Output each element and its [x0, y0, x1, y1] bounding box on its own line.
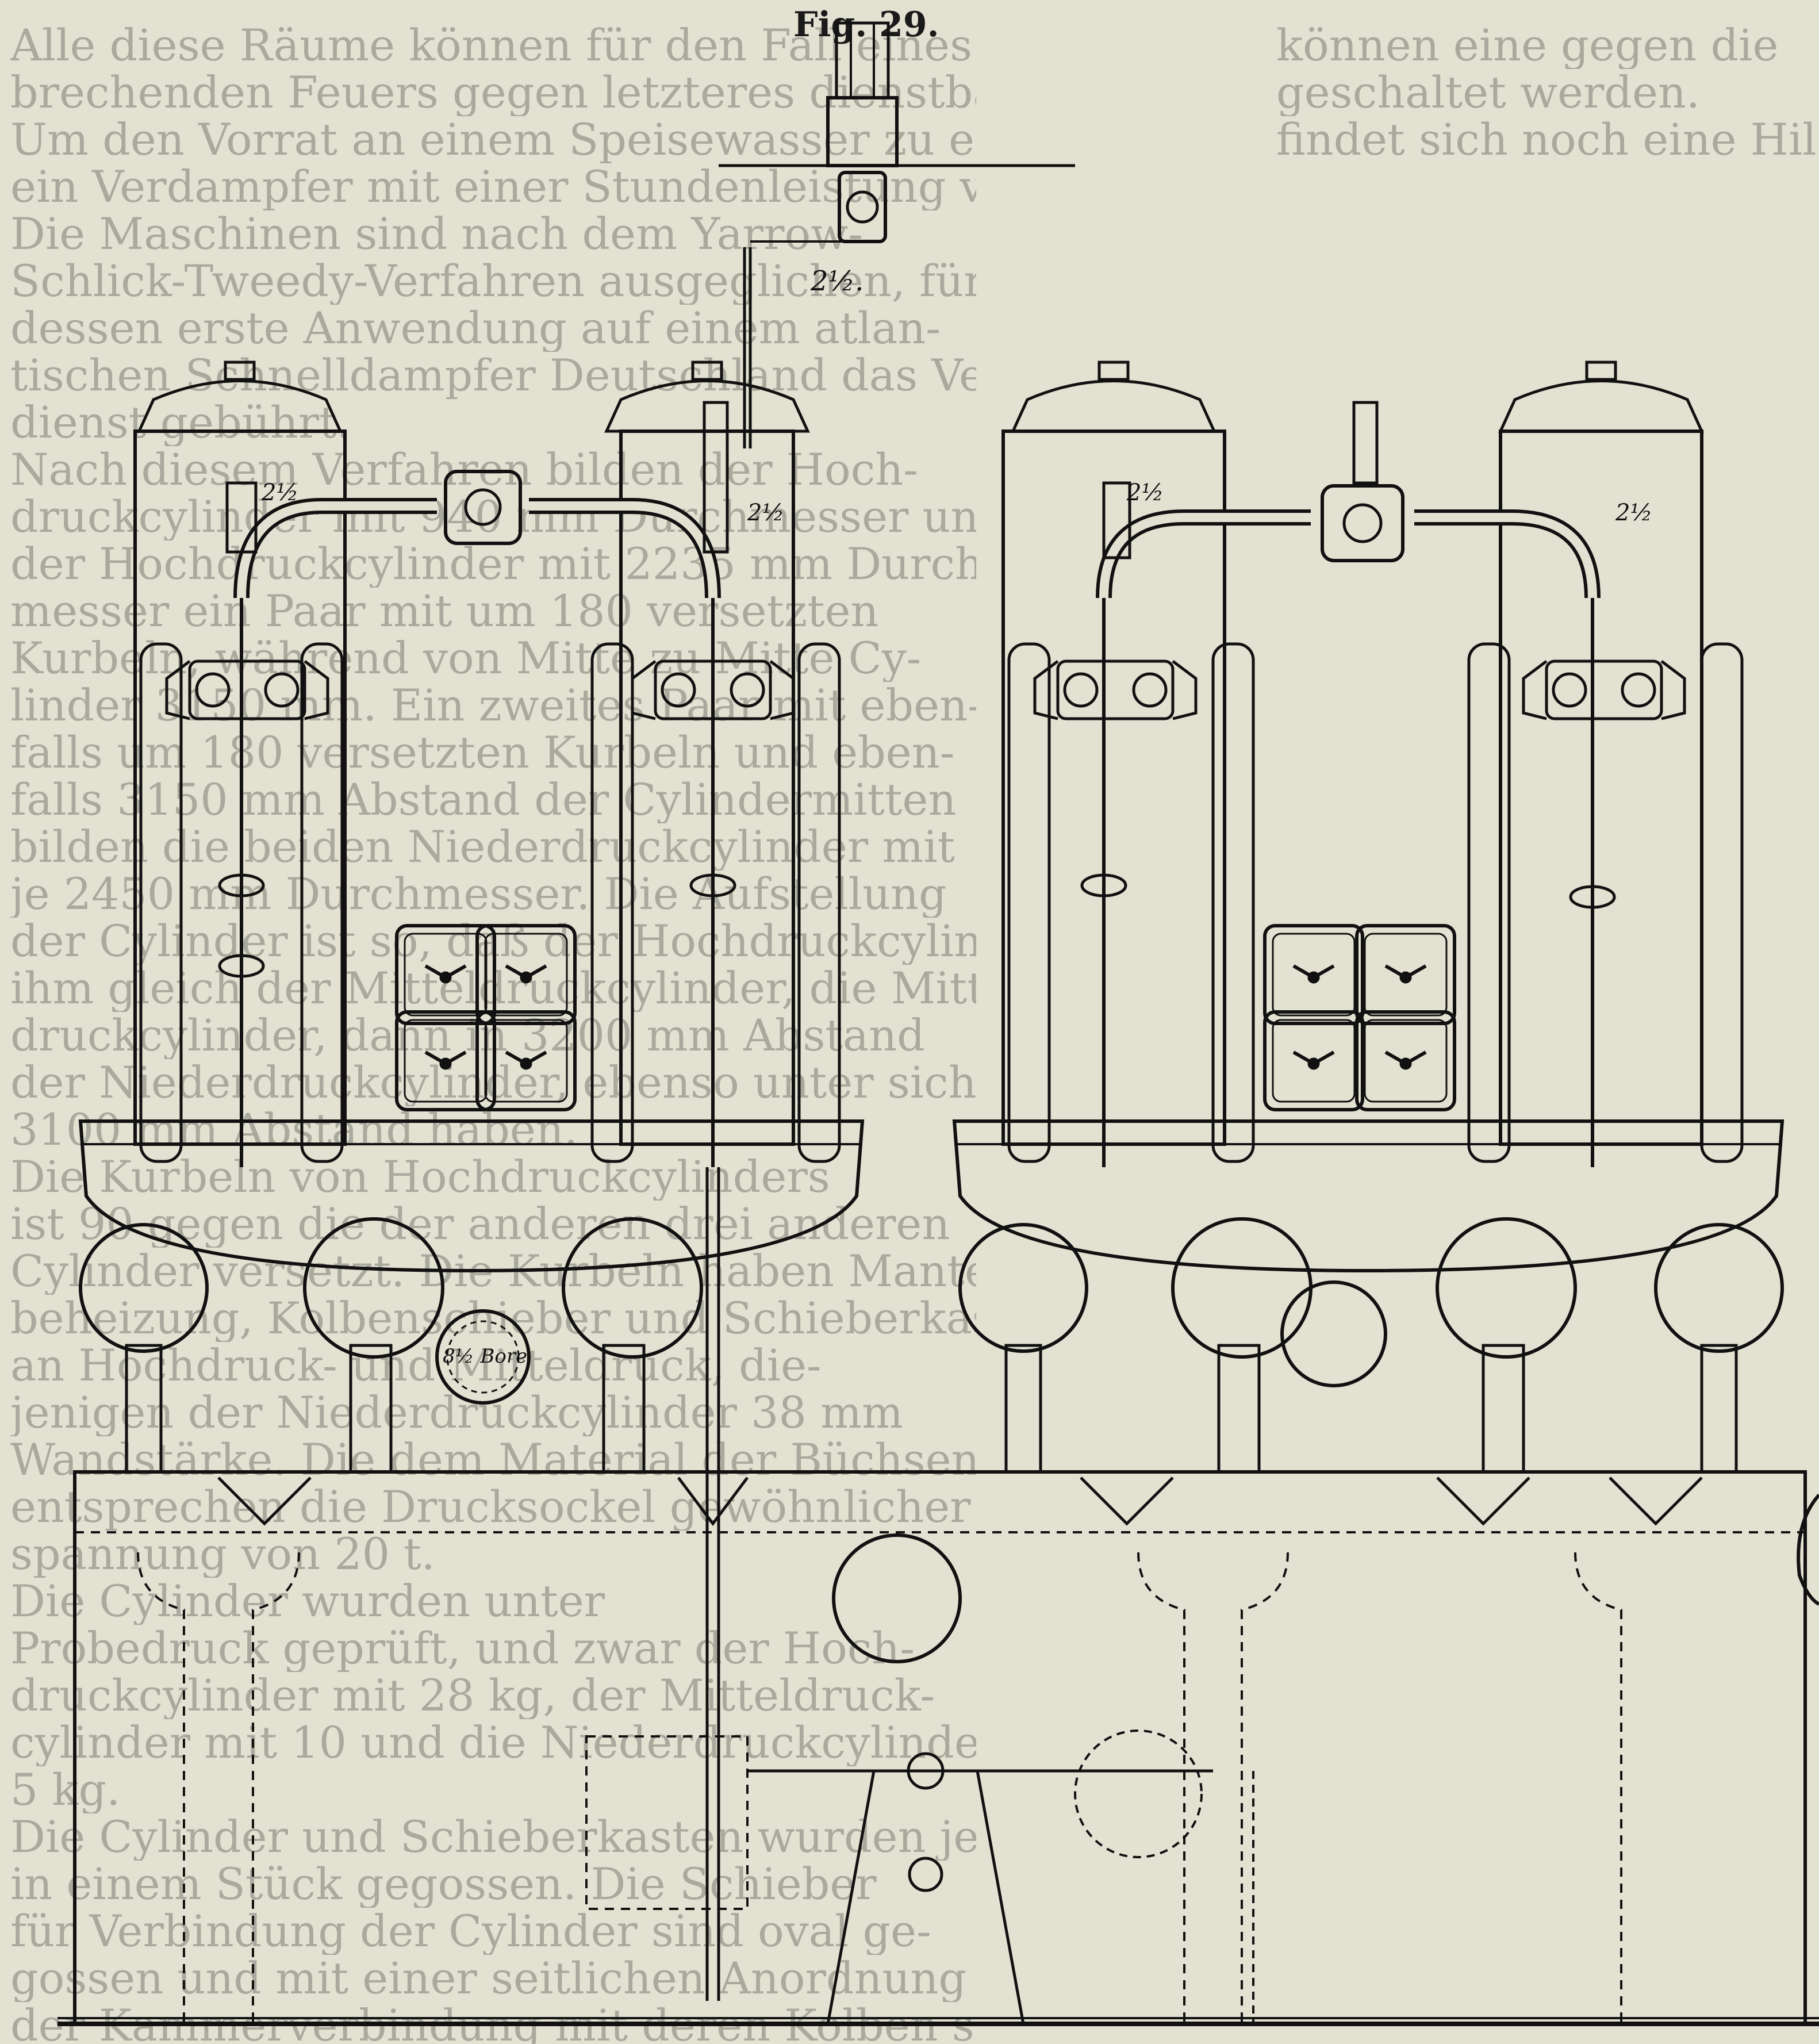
bleed-line: je 2450 mm Durchmesser. Die Aufstellung — [10, 870, 947, 918]
bleed-line: beheizung, Kolbenschieber und Schieberka… — [10, 1295, 976, 1342]
bleed-line: Die Cylinder wurden unter — [10, 1578, 605, 1625]
bleed-line: 5 kg. — [10, 1766, 121, 1813]
bleed-line: Wandstärke. Die dem Material der Büchsen — [10, 1436, 976, 1483]
bleed-line: Alle diese Räume können für den Fall ein… — [10, 22, 976, 69]
bleed-line: cylinder mit 10 und die Niederdruckcylin… — [10, 1719, 976, 1766]
bleed-line: Die Kurbeln von Hochdruckcylinders — [10, 1153, 830, 1201]
figure-caption: Fig. 29. — [793, 5, 939, 45]
bleed-line: findet sich noch eine Hilfs- — [1276, 116, 1817, 163]
right-cylinder-group — [952, 362, 1785, 1474]
main-steam-pipe — [719, 21, 1075, 448]
label-bore: 8½ Bore — [443, 1345, 527, 1368]
bleed-line: ein Verdampfer mit einer Stundenleistung… — [10, 163, 976, 210]
bleed-line: Um den Vorrat an einem Speisewasser zu e… — [10, 116, 976, 163]
bleed-line: brechenden Feuers gegen letzteres dienst… — [10, 69, 976, 116]
label-pipe-top: 2½. — [810, 265, 864, 297]
bleed-line: gossen und mit einer seitlichen Anordnun… — [10, 1955, 976, 2002]
label-center-pipe: 2½ — [747, 500, 784, 526]
bleed-line: Die Maschinen sind nach dem Yarrow- — [10, 210, 863, 258]
bleed-line: in einem Stück gegossen. Die Schieber — [10, 1861, 877, 1908]
bleed-line: entsprechen die Drucksockel gewöhnlicher… — [10, 1483, 976, 1531]
bleed-line: tischen Schnelldampfer Deutschland das V… — [10, 352, 976, 399]
bleed-line: spannung von 20 t. — [10, 1531, 435, 1578]
bleed-line: druckcylinder mit 940 mm Durchmesser und — [10, 493, 976, 540]
bleed-line: für Verbindung der Cylinder sind oval ge… — [10, 1908, 931, 1955]
bleed-line: messer ein Paar mit um 180 versetzten — [10, 588, 879, 635]
bleed-line: ist 90 gegen die der anderen drei andere… — [10, 1201, 950, 1248]
label-right-outlet-b: 2½ — [1615, 500, 1652, 526]
bleed-line: dessen erste Anwendung auf einem atlan- — [10, 305, 941, 352]
bleed-line: dienst gebührt. — [10, 399, 351, 446]
flywheel-edge — [1797, 1494, 1819, 1606]
bleed-line: Die Cylinder und Schieberkasten wurden j… — [10, 1813, 976, 1861]
bleed-line: linder 3150 mm. Ein zweites Paar mit ebe… — [10, 682, 976, 729]
bleed-line: bilden die beiden Niederdruckcylinder mi… — [10, 823, 955, 870]
bleed-line: der Hochdruckcylinder mit 2235 mm Durch- — [10, 540, 976, 588]
engine-bedplate — [57, 1470, 1819, 2026]
bleed-line: Probedruck geprüft, und zwar der Hoch- — [10, 1625, 915, 1672]
label-right-outlet-a: 2½ — [1126, 480, 1164, 506]
bleed-line: können eine gegen die — [1276, 22, 1779, 69]
bleed-line: Schlick-Tweedy-Verfahren ausgeglichen, f… — [10, 258, 976, 305]
bleed-line: Nach diesem Verfahren bilden der Hoch- — [10, 446, 918, 493]
label-left-outlet: 2½ — [261, 480, 298, 506]
bleed-line: druckcylinder mit 28 kg, der Mitteldruck… — [10, 1672, 935, 1719]
bleed-through-text-left: Alle diese Räume können für den Fall ein… — [10, 22, 976, 2044]
left-cylinder-group — [78, 362, 865, 2001]
bleed-line: geschaltet werden. — [1276, 69, 1701, 116]
bleed-line: jenigen der Niederdruckcylinder 38 mm — [10, 1389, 904, 1436]
bleed-line: falls um 180 versetzten Kurbeln und eben… — [10, 729, 955, 776]
